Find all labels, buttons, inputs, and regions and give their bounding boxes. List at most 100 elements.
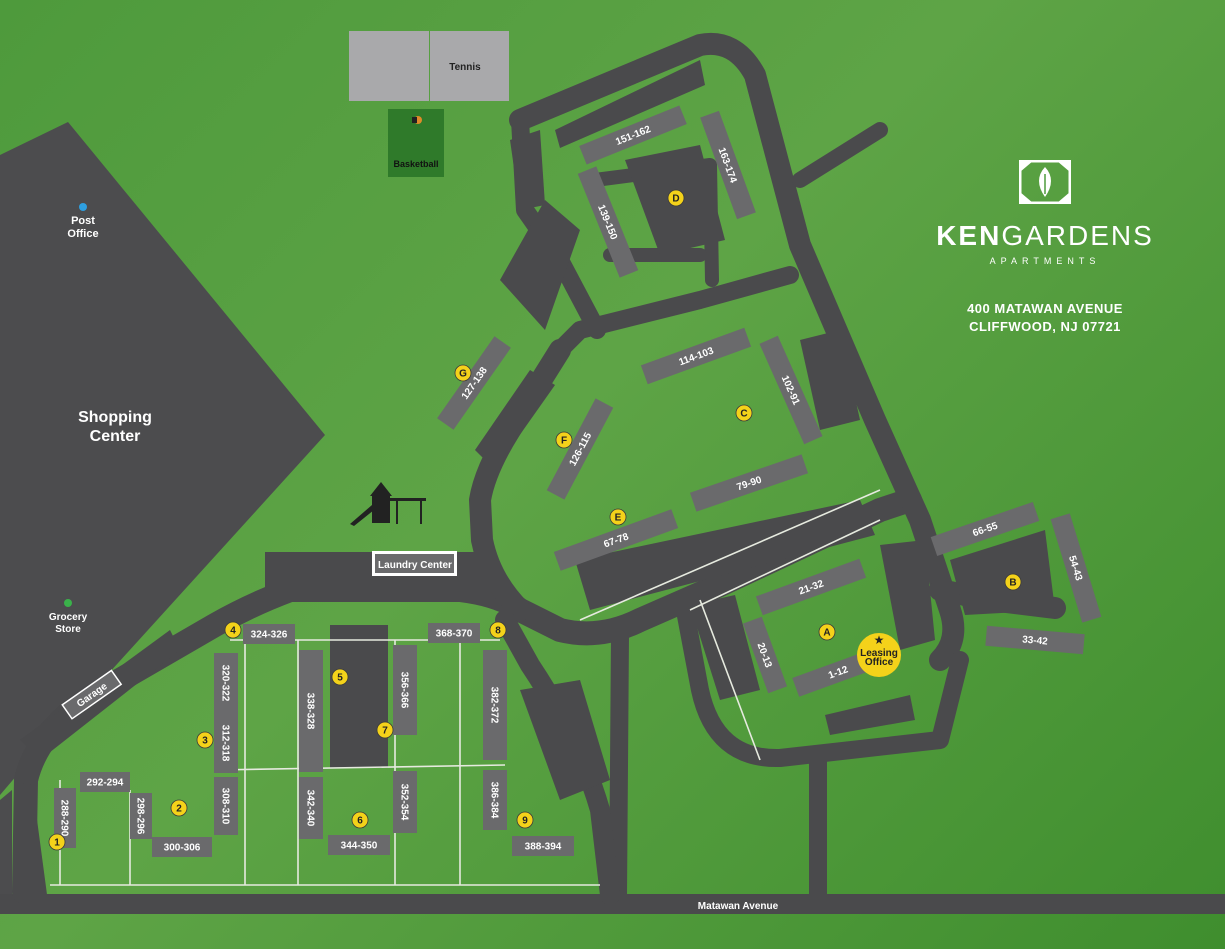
building-shape xyxy=(546,398,614,500)
building-66-55[interactable]: 66-55 xyxy=(930,501,1040,557)
marker-6[interactable]: 6 xyxy=(351,811,369,829)
marker-label: 9 xyxy=(522,816,528,827)
marker-dot xyxy=(196,731,214,749)
basketball-label: Basketball xyxy=(393,159,438,169)
building-label: 33-42 xyxy=(1022,634,1049,647)
building-label: 368-370 xyxy=(436,629,473,640)
building-67-78[interactable]: 67-78 xyxy=(553,509,679,571)
marker-8[interactable]: 8 xyxy=(489,621,507,639)
building-320-322[interactable]: 320-322 xyxy=(214,653,238,713)
marker-5[interactable]: 5 xyxy=(331,668,349,686)
matawan-avenue-label: Matawan Avenue xyxy=(698,901,779,912)
marker-label: 5 xyxy=(337,673,343,684)
building-382-372[interactable]: 382-372 xyxy=(483,650,507,760)
building-386-384[interactable]: 386-384 xyxy=(483,770,507,830)
playground-icon xyxy=(350,482,426,526)
marker-dot xyxy=(735,404,753,422)
building-342-340[interactable]: 342-340 xyxy=(299,777,323,839)
building-shape xyxy=(428,623,480,643)
building-338-328[interactable]: 338-328 xyxy=(299,650,323,772)
marker-2[interactable]: 2 xyxy=(170,799,188,817)
marker-D[interactable]: D xyxy=(667,189,685,207)
building-33-42[interactable]: 33-42 xyxy=(985,625,1085,655)
marker-label: 3 xyxy=(202,736,208,747)
building-shape xyxy=(577,166,639,278)
building-shape xyxy=(759,335,823,445)
marker-F[interactable]: F xyxy=(555,431,573,449)
building-324-326[interactable]: 324-326 xyxy=(243,624,295,644)
building-288-290[interactable]: 288-290 xyxy=(54,788,76,848)
building-292-294[interactable]: 292-294 xyxy=(80,772,130,792)
building-label: 300-306 xyxy=(164,843,201,854)
building-label: 386-384 xyxy=(489,782,500,819)
building-344-350[interactable]: 344-350 xyxy=(328,835,390,855)
leaf-diamond-icon xyxy=(1019,160,1071,204)
building-114-103[interactable]: 114-103 xyxy=(640,327,752,385)
marker-A[interactable]: A xyxy=(818,623,836,641)
marker-dot xyxy=(376,721,394,739)
marker-label: D xyxy=(672,194,679,205)
marker-dot xyxy=(667,189,685,207)
building-356-366[interactable]: 356-366 xyxy=(393,645,417,735)
marker-label: A xyxy=(823,628,830,639)
building-shape xyxy=(1050,513,1102,623)
building-54-43[interactable]: 54-43 xyxy=(1050,513,1102,623)
post-office-label-2: Office xyxy=(67,228,98,240)
building-163-174[interactable]: 163-174 xyxy=(700,110,756,220)
building-20-13[interactable]: 20-13 xyxy=(742,616,788,694)
leasing-office[interactable]: ★ Leasing Office xyxy=(857,633,901,677)
building-shape xyxy=(985,625,1085,655)
building-300-306[interactable]: 300-306 xyxy=(152,837,212,857)
grocery-store-label-1: Grocery xyxy=(49,612,88,623)
building-312-318[interactable]: 312-318 xyxy=(214,713,238,773)
building-352-354[interactable]: 352-354 xyxy=(393,771,417,833)
laundry-center[interactable]: Laundry Center xyxy=(372,551,457,576)
building-shape xyxy=(54,788,76,848)
tennis-court-right xyxy=(430,31,509,101)
marker-dot xyxy=(489,621,507,639)
building-shape xyxy=(640,327,752,385)
marker-G[interactable]: G xyxy=(454,364,472,382)
building-79-90[interactable]: 79-90 xyxy=(689,454,809,512)
marker-3[interactable]: 3 xyxy=(196,731,214,749)
marker-label: 2 xyxy=(176,804,182,815)
buildings-layer: 151-162163-174139-150127-138126-115114-1… xyxy=(54,105,1102,857)
building-label: 320-322 xyxy=(220,665,231,702)
tennis-court-left xyxy=(349,31,429,101)
building-label: 312-318 xyxy=(220,725,231,762)
building-shape xyxy=(393,771,417,833)
marker-dot xyxy=(516,811,534,829)
marker-1[interactable]: 1 xyxy=(48,833,66,851)
marker-label: 8 xyxy=(495,626,501,637)
building-388-394[interactable]: 388-394 xyxy=(512,836,574,856)
address-line-2: CLIFFWOOD, NJ 07721 xyxy=(969,319,1121,334)
building-298-296[interactable]: 298-296 xyxy=(130,793,152,839)
marker-dot xyxy=(609,508,627,526)
marker-B[interactable]: B xyxy=(1004,573,1022,591)
marker-9[interactable]: 9 xyxy=(516,811,534,829)
leasing-office-label-2: Office xyxy=(865,657,894,668)
building-shape xyxy=(299,650,323,772)
building-308-310[interactable]: 308-310 xyxy=(214,777,238,835)
marker-7[interactable]: 7 xyxy=(376,721,394,739)
shopping-center-label-1: Shopping xyxy=(78,409,152,426)
marker-dot xyxy=(224,621,242,639)
building-shape xyxy=(152,837,212,857)
building-label: 356-366 xyxy=(399,672,410,709)
tennis-label: Tennis xyxy=(449,62,481,73)
building-126-115[interactable]: 126-115 xyxy=(546,398,614,500)
marker-E[interactable]: E xyxy=(609,508,627,526)
brand-name: KENGARDENS xyxy=(936,220,1154,251)
marker-4[interactable]: 4 xyxy=(224,621,242,639)
building-368-370[interactable]: 368-370 xyxy=(428,623,480,643)
marker-label: B xyxy=(1009,578,1016,589)
building-shape xyxy=(243,624,295,644)
shopping-center-edge xyxy=(0,790,12,900)
building-21-32[interactable]: 21-32 xyxy=(755,558,867,616)
building-shape xyxy=(483,650,507,760)
marker-C[interactable]: C xyxy=(735,404,753,422)
building-shape xyxy=(328,835,390,855)
building-102-91[interactable]: 102-91 xyxy=(759,335,823,445)
marker-label: 1 xyxy=(54,838,60,849)
